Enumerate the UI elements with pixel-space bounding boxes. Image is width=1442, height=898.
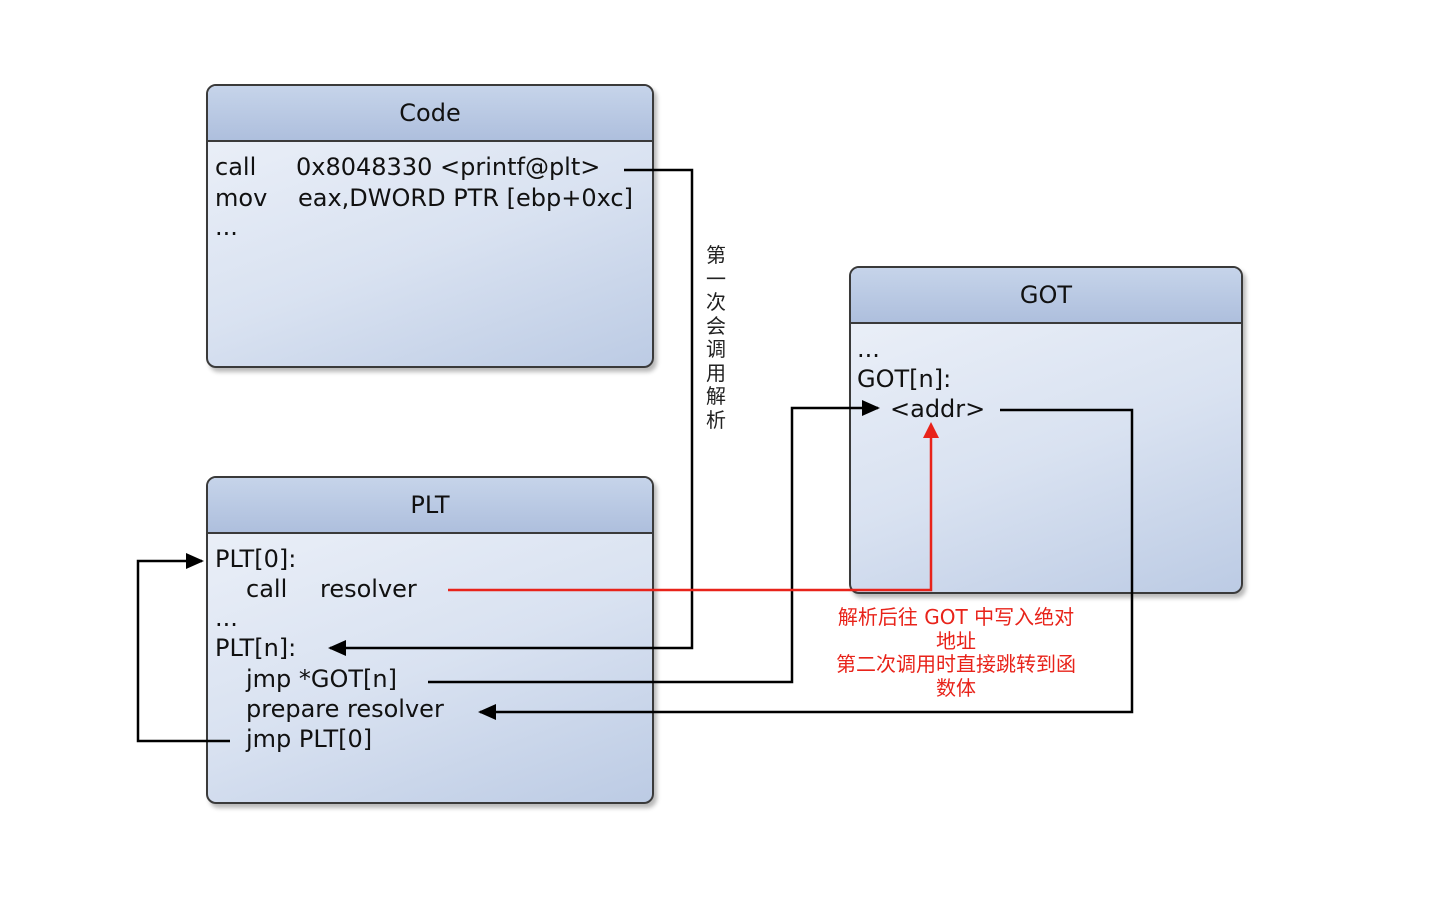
plt-box: PLT — [206, 476, 654, 804]
note-line: 数体 — [936, 675, 976, 700]
code-line-2-op: mov — [215, 184, 268, 212]
arrow-resolver-to-got — [448, 422, 939, 592]
code-line-1-op: call — [215, 153, 257, 181]
note-line: 第二次调用时直接跳转到函 — [836, 652, 1076, 676]
plt-line-1-arg: resolver — [320, 575, 417, 603]
plt-line-2: ... — [215, 604, 238, 632]
arrow-call-to-plt-n — [328, 168, 694, 656]
first-call-char: 用 — [706, 360, 726, 385]
plt-box-title: PLT — [208, 478, 652, 534]
plt-line-1-op: call — [246, 575, 288, 603]
note-line: 地址 — [936, 628, 976, 653]
code-line-1-arg: 0x8048330 <printf@plt> — [296, 153, 601, 181]
code-box: Code — [206, 84, 654, 368]
first-call-char: 会 — [706, 313, 726, 338]
note-line: 解析后往 GOT 中写入绝对 — [837, 605, 1075, 629]
got-box-title: GOT — [851, 268, 1241, 324]
resolution-note: 解析后往 GOT 中写入绝对 地址 第二次调用时直接跳转到函 数体 — [810, 605, 1102, 700]
code-line-2-arg: eax,DWORD PTR [ebp+0xc] — [298, 184, 633, 212]
code-line-3: ... — [215, 213, 238, 241]
plt-line-0: PLT[0]: — [215, 545, 297, 573]
first-call-char: 析 — [706, 407, 726, 432]
got-line-2: <addr> — [890, 395, 986, 423]
arrow-jmp-to-plt0 — [136, 553, 230, 743]
first-call-char: 一 — [706, 266, 726, 291]
first-call-char: 解 — [706, 384, 726, 408]
plt-line-5: prepare resolver — [246, 695, 444, 723]
got-line-1: GOT[n]: — [857, 365, 952, 393]
arrow-addr-to-prepare — [478, 408, 1134, 720]
first-call-char: 第 — [706, 243, 726, 267]
got-line-0: ... — [857, 335, 880, 363]
first-call-char: 次 — [706, 290, 726, 314]
plt-line-4: jmp *GOT[n] — [246, 665, 397, 693]
plt-line-6: jmp PLT[0] — [246, 725, 373, 753]
first-call-label: 第 一 次 会 调 用 解 析 — [703, 243, 729, 432]
first-call-char: 调 — [706, 337, 726, 361]
got-box: GOT — [849, 266, 1243, 594]
code-box-title: Code — [208, 86, 652, 142]
arrow-jmp-to-got — [428, 400, 880, 684]
plt-line-3: PLT[n]: — [215, 634, 297, 662]
